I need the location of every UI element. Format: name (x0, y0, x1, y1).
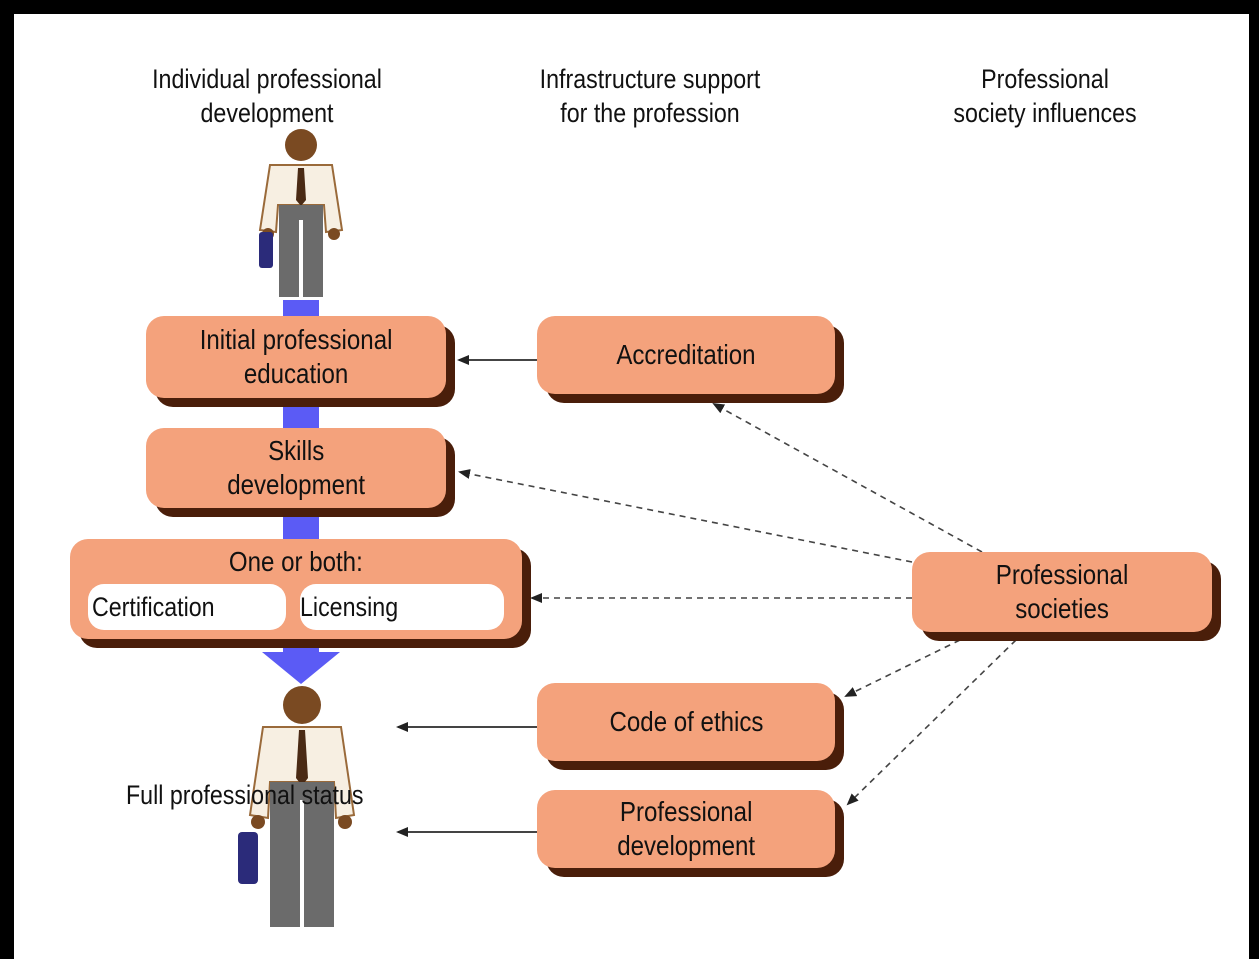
certification-pill: Certification (88, 584, 286, 630)
initial-education-box: Initial professional education (146, 316, 446, 398)
dashed-arrow-to-development (846, 639, 1017, 806)
one-or-both-label: One or both: (229, 546, 363, 577)
code-of-ethics-box: Code of ethics (537, 683, 835, 761)
certification-label: Certification (92, 592, 215, 622)
accreditation-box: Accreditation (537, 316, 835, 394)
licensing-label: Licensing (300, 592, 399, 622)
licensing-pill: Licensing (300, 584, 504, 630)
skills-development-box: Skills development (146, 428, 446, 508)
dashed-arrow-to-accreditation (712, 403, 983, 553)
dashed-arrow-to-skills (458, 469, 913, 563)
professional-societies-box: Professional societies (912, 552, 1212, 632)
professional-development-box: Professional development (537, 790, 835, 868)
professional-person-figure-bottom (238, 686, 356, 927)
header-infrastructure-support: Infrastructure support for the professio… (539, 64, 761, 128)
dashed-arrow-to-ethics (844, 639, 961, 697)
header-society-influences: Professional society influences (953, 64, 1137, 128)
professional-person-figure-top (258, 129, 344, 297)
flow-arrow (262, 300, 340, 684)
full-professional-status-label: Full professional status (126, 780, 364, 810)
header-individual-development: Individual professional development (152, 64, 382, 128)
